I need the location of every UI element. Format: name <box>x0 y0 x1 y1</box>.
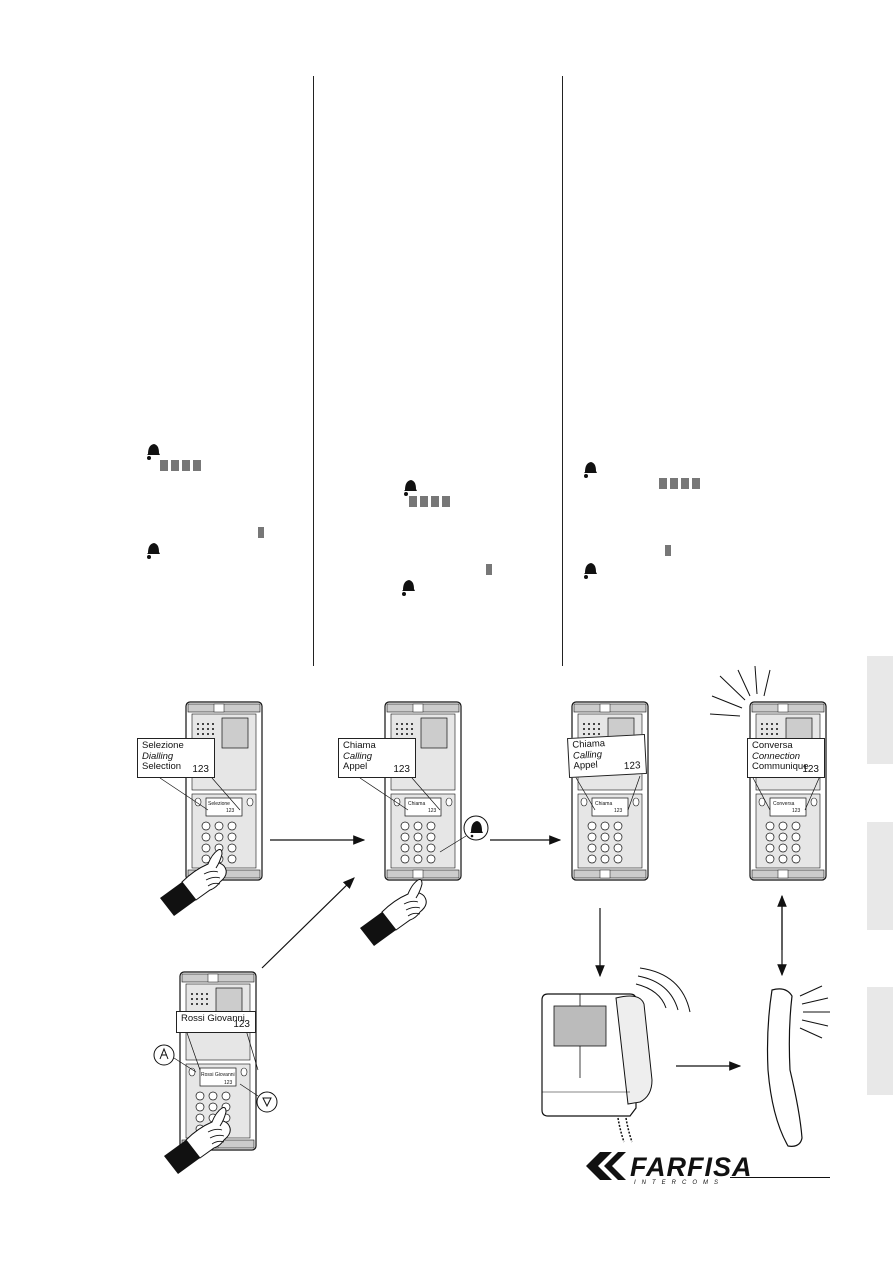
section-tab-2 <box>867 822 893 930</box>
section-tab-3 <box>867 987 893 1095</box>
display-connection-num: 123 <box>792 808 801 814</box>
display-calling-2-num: 123 <box>614 808 623 814</box>
bell-icon <box>402 580 415 596</box>
code-blocks <box>160 460 201 471</box>
display-calling: Chiama <box>408 801 426 807</box>
code-blocks <box>659 478 700 489</box>
code-block <box>486 564 492 575</box>
monitor-icon <box>541 967 691 1143</box>
logo-mark <box>586 1152 626 1180</box>
display-selection: Selezione <box>208 801 230 807</box>
column-divider-1 <box>313 76 314 666</box>
display-calling-2: Chiama <box>595 801 613 807</box>
label-connection: Conversa Connection Communique 123 <box>747 738 825 778</box>
bell-icon <box>404 480 417 496</box>
display-calling-num: 123 <box>428 808 437 814</box>
code-block <box>258 527 264 538</box>
label-calling-2: Chiama Calling Appel 123 <box>567 733 647 779</box>
code-block <box>665 545 671 556</box>
bell-icon <box>147 543 160 559</box>
farfisa-logo: FARFISA INTERCOMS <box>584 1152 753 1186</box>
bell-icon <box>147 444 160 460</box>
logo-rule <box>730 1177 830 1178</box>
section-tab-1 <box>867 656 893 764</box>
display-name-num: 123 <box>224 1080 233 1086</box>
logo-name: FARFISA <box>630 1152 753 1182</box>
label-name: Rossi Giovanni 123 <box>176 1011 256 1033</box>
column-divider-2 <box>562 76 563 666</box>
logo-sub: INTERCOMS <box>634 1180 724 1186</box>
bell-icon <box>584 462 597 478</box>
display-name: Rossi Giovanni <box>201 1072 235 1078</box>
display-selection-num: 123 <box>226 808 235 814</box>
bell-icon <box>584 563 597 579</box>
code-blocks <box>409 496 450 507</box>
label-calling: Chiama Calling Appel 123 <box>338 738 416 778</box>
label-selection: Selezione Dialling Selection 123 <box>137 738 215 778</box>
display-connection: Conversa <box>773 801 795 807</box>
handset-icon <box>766 985 830 1147</box>
